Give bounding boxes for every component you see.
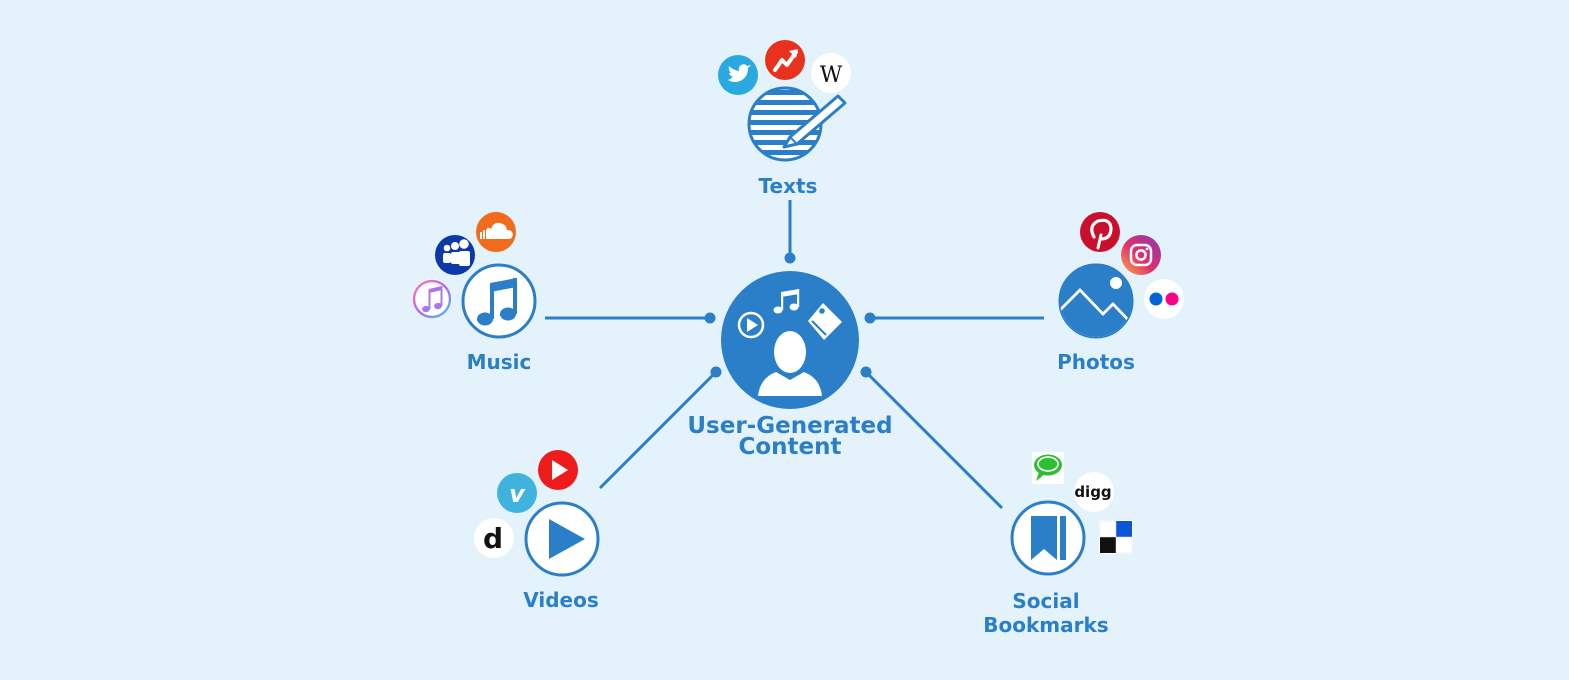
music-note-icon xyxy=(477,278,517,326)
play-icon xyxy=(549,519,585,559)
label-social-bookmarks: Social Bookmarks xyxy=(976,590,1116,636)
itunes-icon xyxy=(412,279,452,319)
connector-dot-photos xyxy=(864,312,876,324)
dailymotion-letter: d xyxy=(483,522,503,555)
photos-node xyxy=(1058,263,1134,339)
chat-icon xyxy=(1032,452,1064,484)
social-bookmarks-node xyxy=(1010,500,1086,576)
soundcloud-icon xyxy=(476,212,516,252)
videos-node xyxy=(524,501,600,577)
label-music: Music xyxy=(466,350,532,374)
trending-icon xyxy=(765,40,805,80)
bookmark-icon xyxy=(1031,516,1057,560)
play-icon xyxy=(737,311,765,339)
delicious-icon xyxy=(1099,520,1133,554)
texts-node xyxy=(747,86,847,162)
user-silhouette-icon xyxy=(758,331,822,396)
music-node xyxy=(461,263,537,339)
wikipedia-icon: W xyxy=(811,53,851,93)
vimeo-icon: v xyxy=(497,473,537,513)
connectors xyxy=(545,200,1044,510)
connector-social xyxy=(864,370,1004,510)
label-center-line2: Content xyxy=(738,434,842,460)
label-texts: Texts xyxy=(758,174,818,198)
wikipedia-letter: W xyxy=(820,63,843,88)
instagram-icon xyxy=(1121,235,1161,275)
tag-icon xyxy=(808,303,842,340)
photo-icon xyxy=(1060,265,1132,337)
twitter-icon xyxy=(718,55,758,95)
connector-dot-videos xyxy=(710,366,722,378)
notes-pencil-icon xyxy=(782,94,847,149)
label-videos: Videos xyxy=(523,588,599,612)
youtube-icon xyxy=(538,450,578,490)
connector-dot-music xyxy=(704,312,716,324)
digg-icon: digg xyxy=(1074,472,1114,512)
connector-dot-social xyxy=(860,366,872,378)
label-center: User-Generated Content xyxy=(670,413,910,460)
vimeo-letter: v xyxy=(509,480,526,508)
myspace-icon xyxy=(435,235,475,275)
center-node xyxy=(721,271,859,409)
label-center-line1: User-Generated xyxy=(687,413,893,439)
label-social-line2: Bookmarks xyxy=(983,613,1109,637)
dailymotion-icon: d xyxy=(474,518,514,558)
music-note-icon xyxy=(773,289,800,314)
label-photos: Photos xyxy=(1057,350,1135,374)
label-social-line1: Social xyxy=(1012,589,1080,613)
digg-text: digg xyxy=(1074,483,1111,501)
flickr-icon xyxy=(1144,279,1184,319)
pinterest-icon xyxy=(1080,212,1120,252)
connector-videos xyxy=(598,370,718,490)
connector-dot-texts xyxy=(784,252,796,264)
